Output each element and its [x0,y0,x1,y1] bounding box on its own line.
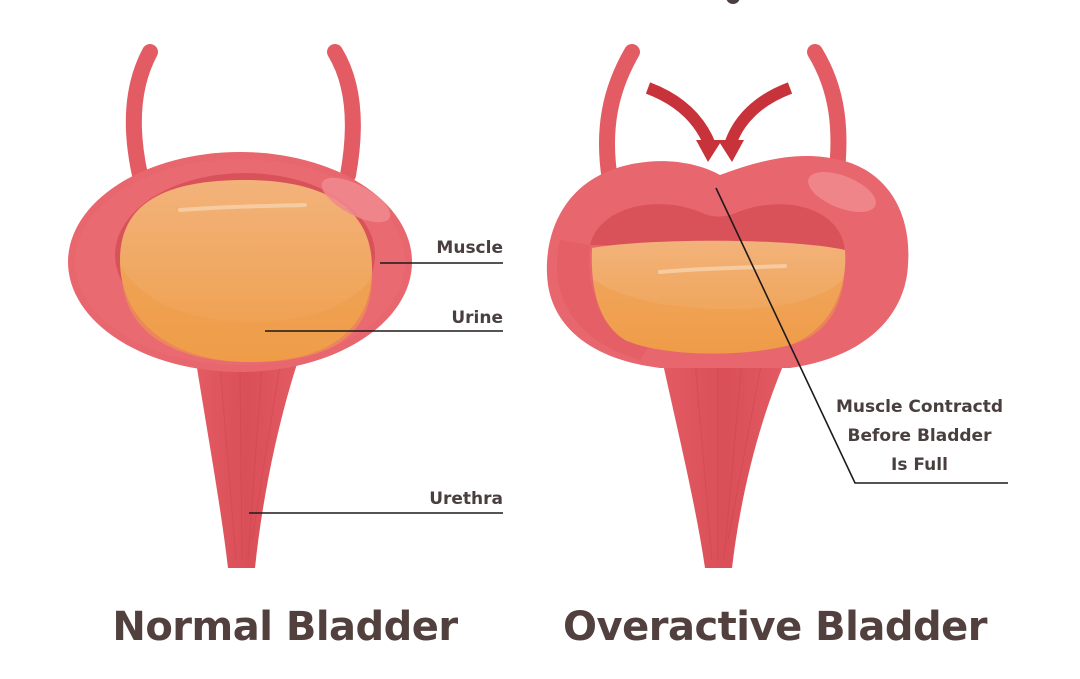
cropped-title-glyph [726,0,740,4]
right-ureter [327,44,361,183]
contracted-leader-line [715,187,1008,484]
caption-overactive-bladder: Overactive Bladder [563,604,987,650]
label-line-2: Before Bladder [847,426,992,446]
arrow-down-left-curve [645,82,722,162]
urethra-shape [660,350,790,568]
overactive-bladder-illustration [546,44,1008,568]
label-muscle: Muscle [436,238,503,258]
label-line-3: Is Full [891,455,948,475]
urethra-shape [195,355,300,568]
label-muscle-contracted: Muscle Contractd Before Bladder Is Full [812,393,1027,480]
arrow-down-right-curve [718,82,793,162]
left-ureter [598,44,640,188]
caption-normal-bladder: Normal Bladder [112,604,458,650]
label-urethra: Urethra [429,489,503,509]
label-line-1: Muscle Contractd [835,397,1004,417]
bladder-highlight [808,171,876,213]
normal-bladder-illustration [68,44,503,568]
label-urine: Urine [451,308,503,328]
bladder-highlight [321,177,391,223]
left-ureter [125,44,158,183]
